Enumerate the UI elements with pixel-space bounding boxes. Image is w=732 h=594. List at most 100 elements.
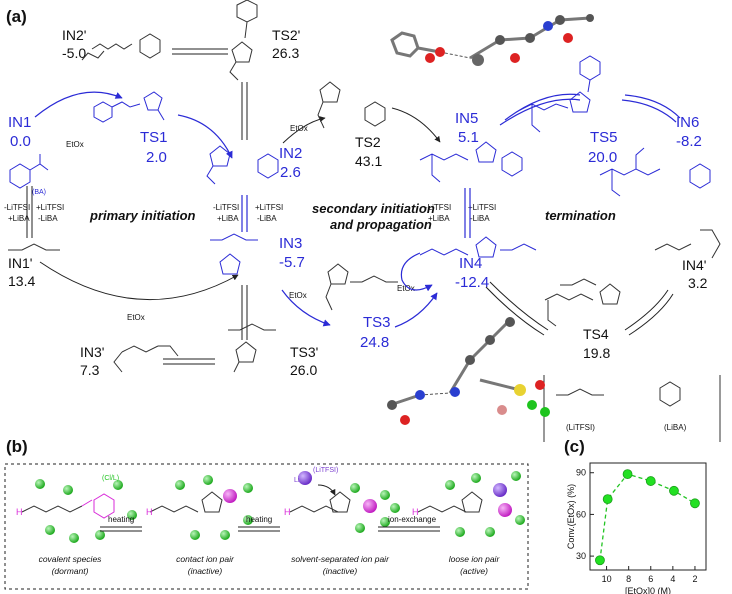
svg-text:-LiTFSI: -LiTFSI (425, 203, 451, 212)
data-point (690, 498, 700, 509)
svg-text:0.0: 0.0 (10, 133, 31, 150)
svg-text:+LiBA: +LiBA (8, 214, 30, 223)
svg-text:TS2: TS2 (355, 134, 381, 150)
structure-in6 (599, 147, 711, 197)
in4-label: IN4-12.4 (455, 255, 489, 291)
svg-text:IN6: IN6 (676, 114, 699, 131)
svg-text:IN4: IN4 (459, 255, 482, 272)
svg-text:IN2': IN2' (62, 27, 86, 43)
structure-ts2p (229, 0, 258, 81)
state-loose-ion-pair: H (412, 471, 525, 537)
in1p-label: IN1' 13.4 (8, 255, 35, 289)
in2p-label: IN2'-5.0 (62, 27, 86, 61)
svg-text:TS1: TS1 (140, 129, 168, 146)
propagation-label: and propagation (330, 217, 432, 232)
heating-label-1: heating (108, 515, 134, 524)
ba-label: (BA) (32, 189, 46, 196)
etox-label-1: EtOx (66, 140, 84, 149)
state-contact-ion-pair: H (146, 475, 253, 540)
svg-text:2.0: 2.0 (146, 149, 167, 166)
svg-text:-LiTFSI: -LiTFSI (4, 203, 30, 212)
svg-text:19.8: 19.8 (583, 345, 610, 361)
exchange-labels-right: -LiTFSI +LiBA +LiTFSI -LiBA (425, 203, 496, 223)
svg-text:IN1: IN1 (8, 114, 31, 131)
svg-text:H: H (412, 507, 419, 517)
chart-frame (589, 462, 707, 571)
termination-label: termination (545, 208, 616, 223)
data-point (602, 494, 613, 505)
structure-in3p (113, 345, 179, 373)
structure-ts2 (317, 81, 386, 129)
y-tick-label: 30 (576, 551, 586, 561)
panel-b-arrows (100, 526, 440, 532)
structure-tfsi-1 (8, 243, 60, 251)
structure-ts1 (93, 91, 165, 123)
structure-ts3p (228, 323, 276, 373)
svg-text:(dormant): (dormant) (52, 566, 89, 576)
structure-ts5 (519, 55, 601, 133)
data-point (622, 469, 633, 480)
svg-text:24.8: 24.8 (360, 334, 389, 351)
svg-text:covalent species: covalent species (39, 554, 103, 564)
svg-text:TS4: TS4 (583, 326, 609, 342)
svg-text:IN4': IN4' (682, 257, 706, 273)
x-tick-label: 2 (692, 574, 697, 584)
y-tick-label: 60 (576, 509, 586, 519)
exchange-labels-left: -LiTFSI +LiBA +LiTFSI -LiBA (4, 203, 64, 223)
svg-text:-LiBA: -LiBA (470, 214, 490, 223)
svg-text:IN1': IN1' (8, 255, 32, 271)
svg-text:-LiBA: -LiBA (257, 214, 277, 223)
state-caption-3: loose ion pair(active) (449, 554, 501, 576)
heating-label-2: heating (246, 515, 272, 524)
svg-text:IN3': IN3' (80, 344, 104, 360)
primary-initiation-label: primary initiation (89, 208, 196, 223)
structure-in4 (419, 236, 537, 258)
exchange-labels-mid: -LiTFSI +LiBA +LiTFSI -LiBA (213, 203, 283, 223)
structure-ba (9, 154, 49, 189)
data-point (645, 476, 656, 486)
svg-text:IN5: IN5 (455, 110, 478, 127)
svg-text:TS3: TS3 (363, 314, 391, 331)
etox-label-4: EtOx (289, 291, 307, 300)
data-point (595, 555, 605, 566)
y-axis-label: Conv.(EtOx) (%) (566, 484, 576, 549)
panel-b-label: (b) (6, 437, 28, 456)
structure-in5 (419, 141, 523, 183)
state-caption-2: solvent-separated ion pair(inactive) (291, 554, 390, 576)
ts4-label: TS4 19.8 (583, 326, 610, 361)
state-caption-1: contact ion pair(inactive) (176, 554, 235, 576)
in3-label: IN3-5.7 (279, 235, 305, 271)
svg-text:5.1: 5.1 (458, 129, 479, 146)
svg-text:H: H (284, 507, 291, 517)
ts2p-label: TS2'26.3 (272, 27, 300, 61)
structure-in2 (206, 145, 279, 185)
etox-label-5: EtOx (397, 284, 415, 293)
svg-text:20.0: 20.0 (588, 149, 617, 166)
svg-text:+LiBA: +LiBA (428, 214, 450, 223)
in4p-label: IN4' 3.2 (682, 257, 708, 291)
litfsi-caption: (LiTFSI) (566, 423, 595, 432)
svg-text:26.0: 26.0 (290, 362, 317, 378)
state-solvent-separated: H Li (284, 471, 400, 533)
ion-exchange-label: ion-exchange (388, 515, 437, 524)
in3p-label: IN3'7.3 (80, 344, 104, 378)
svg-text:3.2: 3.2 (688, 275, 708, 291)
svg-text:(inactive): (inactive) (323, 566, 358, 576)
svg-text:IN3: IN3 (279, 235, 302, 252)
y-tick-label: 90 (576, 468, 586, 478)
svg-text:Li: Li (294, 477, 300, 484)
svg-text:26.3: 26.3 (272, 45, 299, 61)
svg-text:13.4: 13.4 (8, 273, 35, 289)
svg-text:-8.2: -8.2 (676, 133, 702, 150)
litfsi-tag: (LiTFSI) (313, 467, 338, 474)
x-tick-label: 8 (626, 574, 631, 584)
svg-text:-LiTFSI: -LiTFSI (213, 203, 239, 212)
svg-text:(inactive): (inactive) (188, 566, 223, 576)
structure-in2p (81, 33, 161, 61)
x-tick-label: 10 (602, 574, 612, 584)
svg-text:43.1: 43.1 (355, 153, 382, 169)
